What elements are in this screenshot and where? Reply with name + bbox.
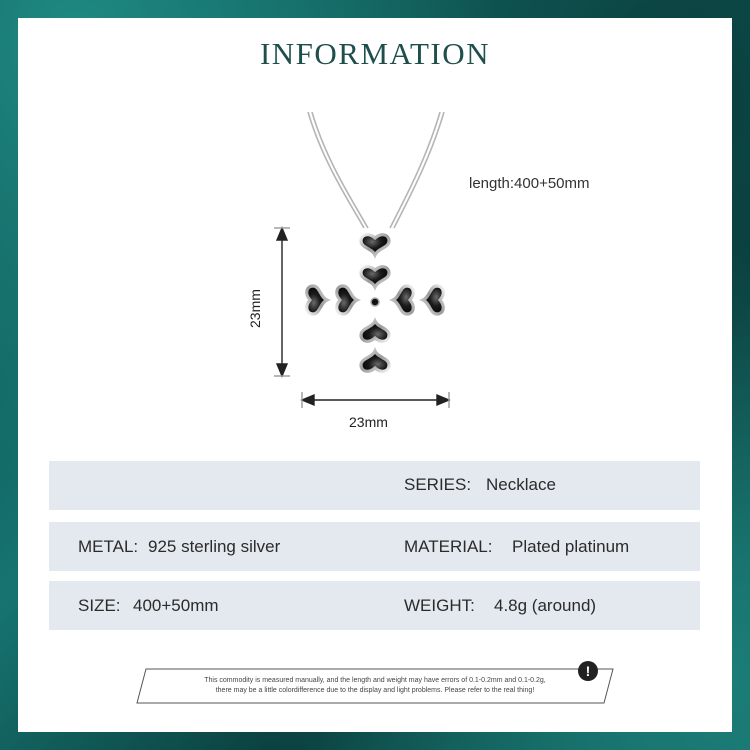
height-dimension-arrow <box>274 226 290 378</box>
material-value: Plated platinum <box>512 537 630 556</box>
material-label: MATERIAL: <box>404 537 493 556</box>
notice-line-2: there may be a little colordifference du… <box>215 687 535 694</box>
series-label: SERIES: <box>404 475 472 494</box>
weight-value: 4.8g (around) <box>494 596 597 615</box>
warning-icon: ! <box>578 661 598 681</box>
size-label: SIZE: <box>78 596 121 615</box>
notice-line-1: This commodity is measured manually, and… <box>204 677 546 684</box>
series-value: Necklace <box>486 475 556 494</box>
spec-row-size-weight <box>49 581 700 630</box>
width-dimension-arrow <box>300 392 451 408</box>
spec-row-metal-material <box>49 522 700 571</box>
page-title: INFORMATION <box>259 36 491 71</box>
cross-pendant-image <box>274 111 451 408</box>
metal-label: METAL: <box>78 537 139 556</box>
weight-label: WEIGHT: <box>404 596 475 615</box>
width-dimension-label: 23mm <box>349 414 388 430</box>
metal-value: 925 sterling silver <box>148 537 281 556</box>
chain-icon <box>307 111 445 229</box>
chain-length-label: length:400+50mm <box>469 175 590 192</box>
spec-row-series <box>49 461 700 510</box>
height-dimension-label: 23mm <box>247 289 263 328</box>
notice-box <box>136 668 614 704</box>
size-value: 400+50mm <box>133 596 219 615</box>
notice-text-wrap: This commodity is measured manually, and… <box>136 668 614 704</box>
